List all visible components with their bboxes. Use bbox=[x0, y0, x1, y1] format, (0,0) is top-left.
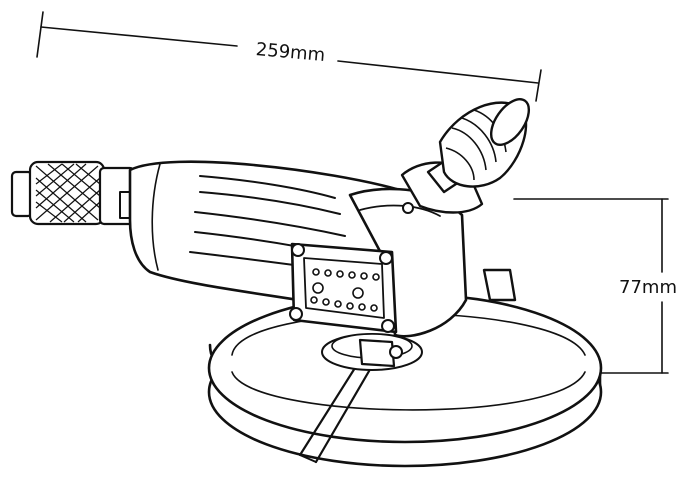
length-dimension: 259mm bbox=[36, 11, 542, 102]
length-extension-left bbox=[36, 11, 44, 58]
length-dimension-line-left bbox=[40, 26, 238, 47]
gear-head bbox=[289, 187, 468, 368]
length-label: 259mm bbox=[255, 39, 326, 66]
angle-grinder-icon bbox=[10, 98, 603, 468]
length-extension-right bbox=[535, 69, 542, 102]
side-handle bbox=[400, 98, 531, 214]
length-dimension-line-right bbox=[337, 60, 539, 84]
air-inlet bbox=[10, 160, 137, 226]
disc-guard bbox=[207, 268, 603, 468]
height-label: 77mm bbox=[619, 277, 677, 298]
